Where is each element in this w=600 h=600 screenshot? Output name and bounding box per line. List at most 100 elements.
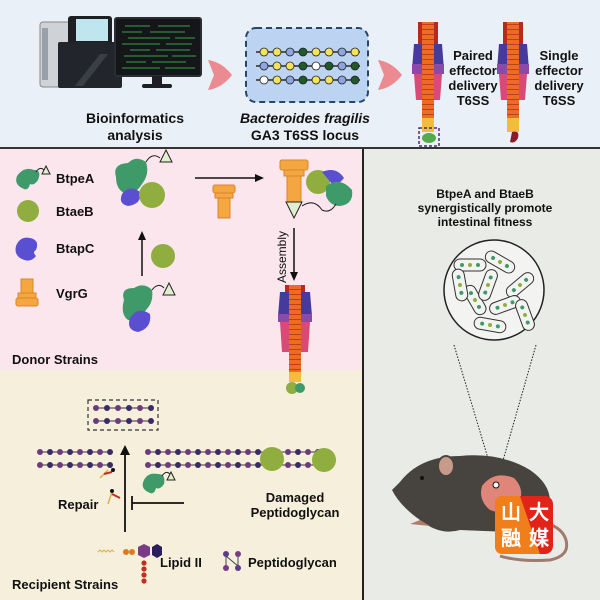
gene-dot [298,75,308,85]
donor-strains-title: Donor Strains [12,352,98,367]
label-line: intestinal fitness [437,215,533,229]
bioinformatics-label: Bioinformatics analysis [60,110,210,144]
pg-unit [47,462,53,468]
legend-btapc-label: BtapC [56,241,95,256]
pg-unit [235,449,241,455]
label-line: Peptidoglycan [250,505,340,520]
gene-dot [272,75,282,85]
pg-unit [137,418,143,424]
watermark-char: 融 [501,526,521,550]
effector-dot [511,288,516,293]
btpea-protein-icon [16,164,51,190]
gene-dot [298,61,308,71]
pg-unit [126,418,132,424]
gene-dot [311,75,321,85]
pg-unit [285,462,291,468]
lipid-ii-mini-icon [99,468,121,505]
watermark-char: 媒 [529,526,549,550]
gene-dot [272,47,282,57]
pg-unit [205,449,211,455]
pg-unit [137,405,143,411]
lipid-ii-icon [97,544,162,584]
pg-unit [77,462,83,468]
intestinal-fitness-title: BtpeA and BtaeB synergistically promote … [390,187,580,229]
effector-dot [488,275,493,280]
pg-unit [165,449,171,455]
lipid-ii-label: Lipid II [160,555,202,570]
effector-dot [523,313,527,317]
effector-dot [459,290,464,295]
effector-dot [458,283,462,287]
label-line: effector [535,63,583,78]
effector-dot [469,291,473,296]
effector-dot [503,303,507,307]
pg-unit [235,462,241,468]
pg-unit [37,449,43,455]
paired-effector-label: Paired effector delivery T6SS [444,48,502,108]
label-line: synergistically promote [417,201,553,215]
label-line: delivery [448,78,498,93]
btpea-btapc-complex-icon [122,281,176,332]
btaeb-protein-icon [260,447,284,471]
pg-unit [97,449,103,455]
gene-dot [298,47,308,57]
gene-dot [324,61,334,71]
btapc-protein-icon [15,237,38,261]
repair-label: Repair [58,497,99,512]
effector-dot [488,323,492,327]
watermark-char: 山 [501,500,521,524]
pg-unit [155,449,161,455]
btaeb-protein-icon [312,448,336,472]
pg-unit [104,418,110,424]
gene-rows [256,47,360,85]
pg-unit [245,462,251,468]
pg-unit [115,405,121,411]
btaeb-protein-icon [17,200,39,222]
pg-unit [57,462,63,468]
legend-btaeb-label: BtaeB [56,204,94,219]
recipient-strains-panel [0,370,362,600]
pg-unit [205,462,211,468]
pg-unit [93,418,99,424]
vgrg-spike-icon [15,278,39,307]
pg-unit [37,462,43,468]
pg-unit [195,449,201,455]
gene-dot [324,75,334,85]
watermark-logo [495,496,553,554]
pg-unit [148,418,154,424]
effector-dot [468,263,472,267]
pg-unit [165,462,171,468]
btpea-protein-icon [142,470,176,494]
peptidoglycan-chains [37,405,336,472]
arrow-right-icon [378,60,402,90]
pg-unit [305,462,311,468]
gene-dot [337,47,347,57]
effector-dot [495,305,500,310]
single-t6ss-icon [497,22,529,143]
pg-unit [225,449,231,455]
label-line: delivery [534,78,584,93]
effector-dot [456,275,461,280]
pg-highlight-box [87,399,159,431]
vgrg-spike-icon [212,184,236,219]
pg-unit [225,462,231,468]
pg-unit [215,449,221,455]
peptidoglycan-icon [223,551,241,571]
pg-unit [97,462,103,468]
effector-dot [483,290,488,295]
gene-dot [350,75,360,85]
legend-vgrg-label: VgrG [56,286,88,301]
legend-btpea-label: BtpeA [56,171,95,186]
pg-unit [145,449,151,455]
pg-unit [285,449,291,455]
sequencer-icon [39,16,122,88]
pg-unit [93,405,99,411]
damaged-peptidoglycan-label: Damaged Peptidoglycan [240,490,350,520]
gene-dot [272,61,282,71]
gene-dot [350,61,360,71]
label-line: BtpeA and BtaeB [436,187,534,201]
gene-dot [337,75,347,85]
effector-dot [495,324,500,329]
watermark-text: 山 大 融 媒 [497,499,553,551]
pg-unit [245,449,251,455]
